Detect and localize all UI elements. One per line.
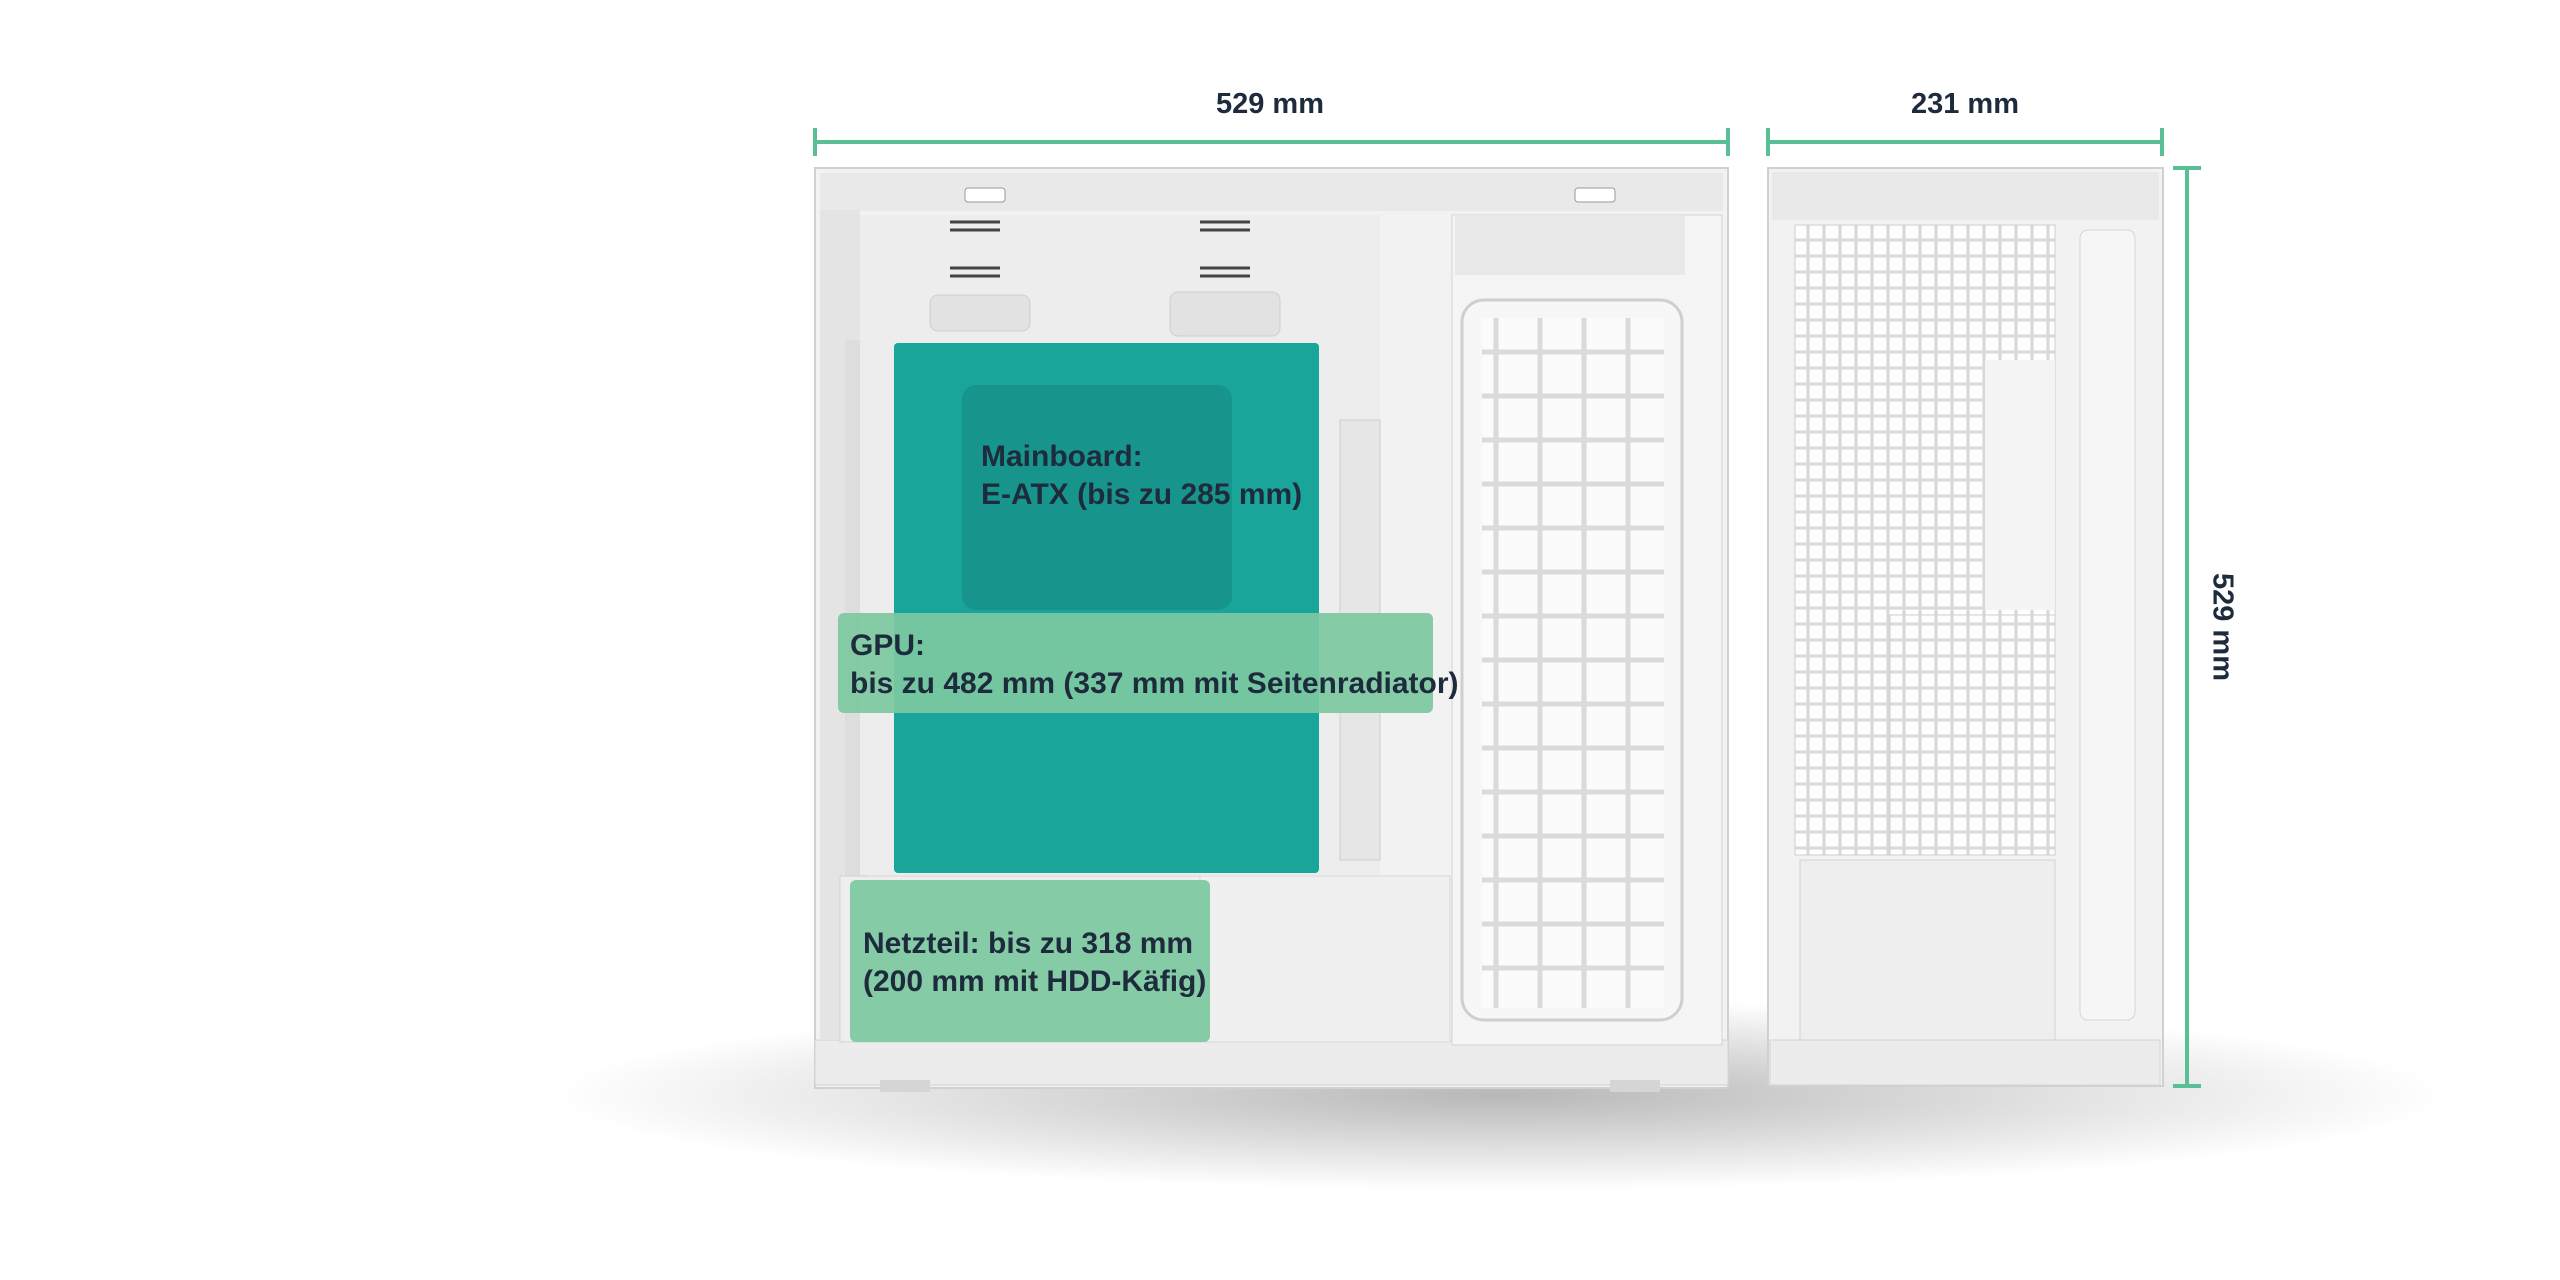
psu-label-line2: (200 mm mit HDD-Käfig): [863, 965, 1207, 998]
mainboard-zone: Mainboard: E-ATX (bis zu 285 mm): [894, 343, 1319, 873]
depth-dimension-label: 231 mm: [1910, 88, 2020, 120]
gpu-zone: GPU: bis zu 482 mm (337 mm mit Seitenrad…: [838, 613, 1459, 713]
mainboard-label: Mainboard: E-ATX (bis zu 285 mm): [981, 438, 1302, 514]
gpu-label-line2: bis zu 482 mm (337 mm mit Seitenradiator…: [850, 667, 1459, 700]
height-dimension-label: 529 mm: [2206, 572, 2239, 682]
mainboard-label-line1: Mainboard:: [981, 440, 1143, 473]
width-dimension-label: 529 mm: [1215, 88, 1325, 120]
case-front-view: [1767, 167, 2164, 1087]
mainboard-inner-panel: [962, 385, 1232, 610]
psu-zone: Netzteil: bis zu 318 mm (200 mm mit HDD-…: [850, 880, 1210, 1042]
psu-label-line1: Netzteil: bis zu 318 mm: [863, 927, 1194, 960]
mainboard-label-line2: E-ATX (bis zu 285 mm): [981, 478, 1303, 511]
gpu-label-line1: GPU:: [850, 629, 925, 662]
